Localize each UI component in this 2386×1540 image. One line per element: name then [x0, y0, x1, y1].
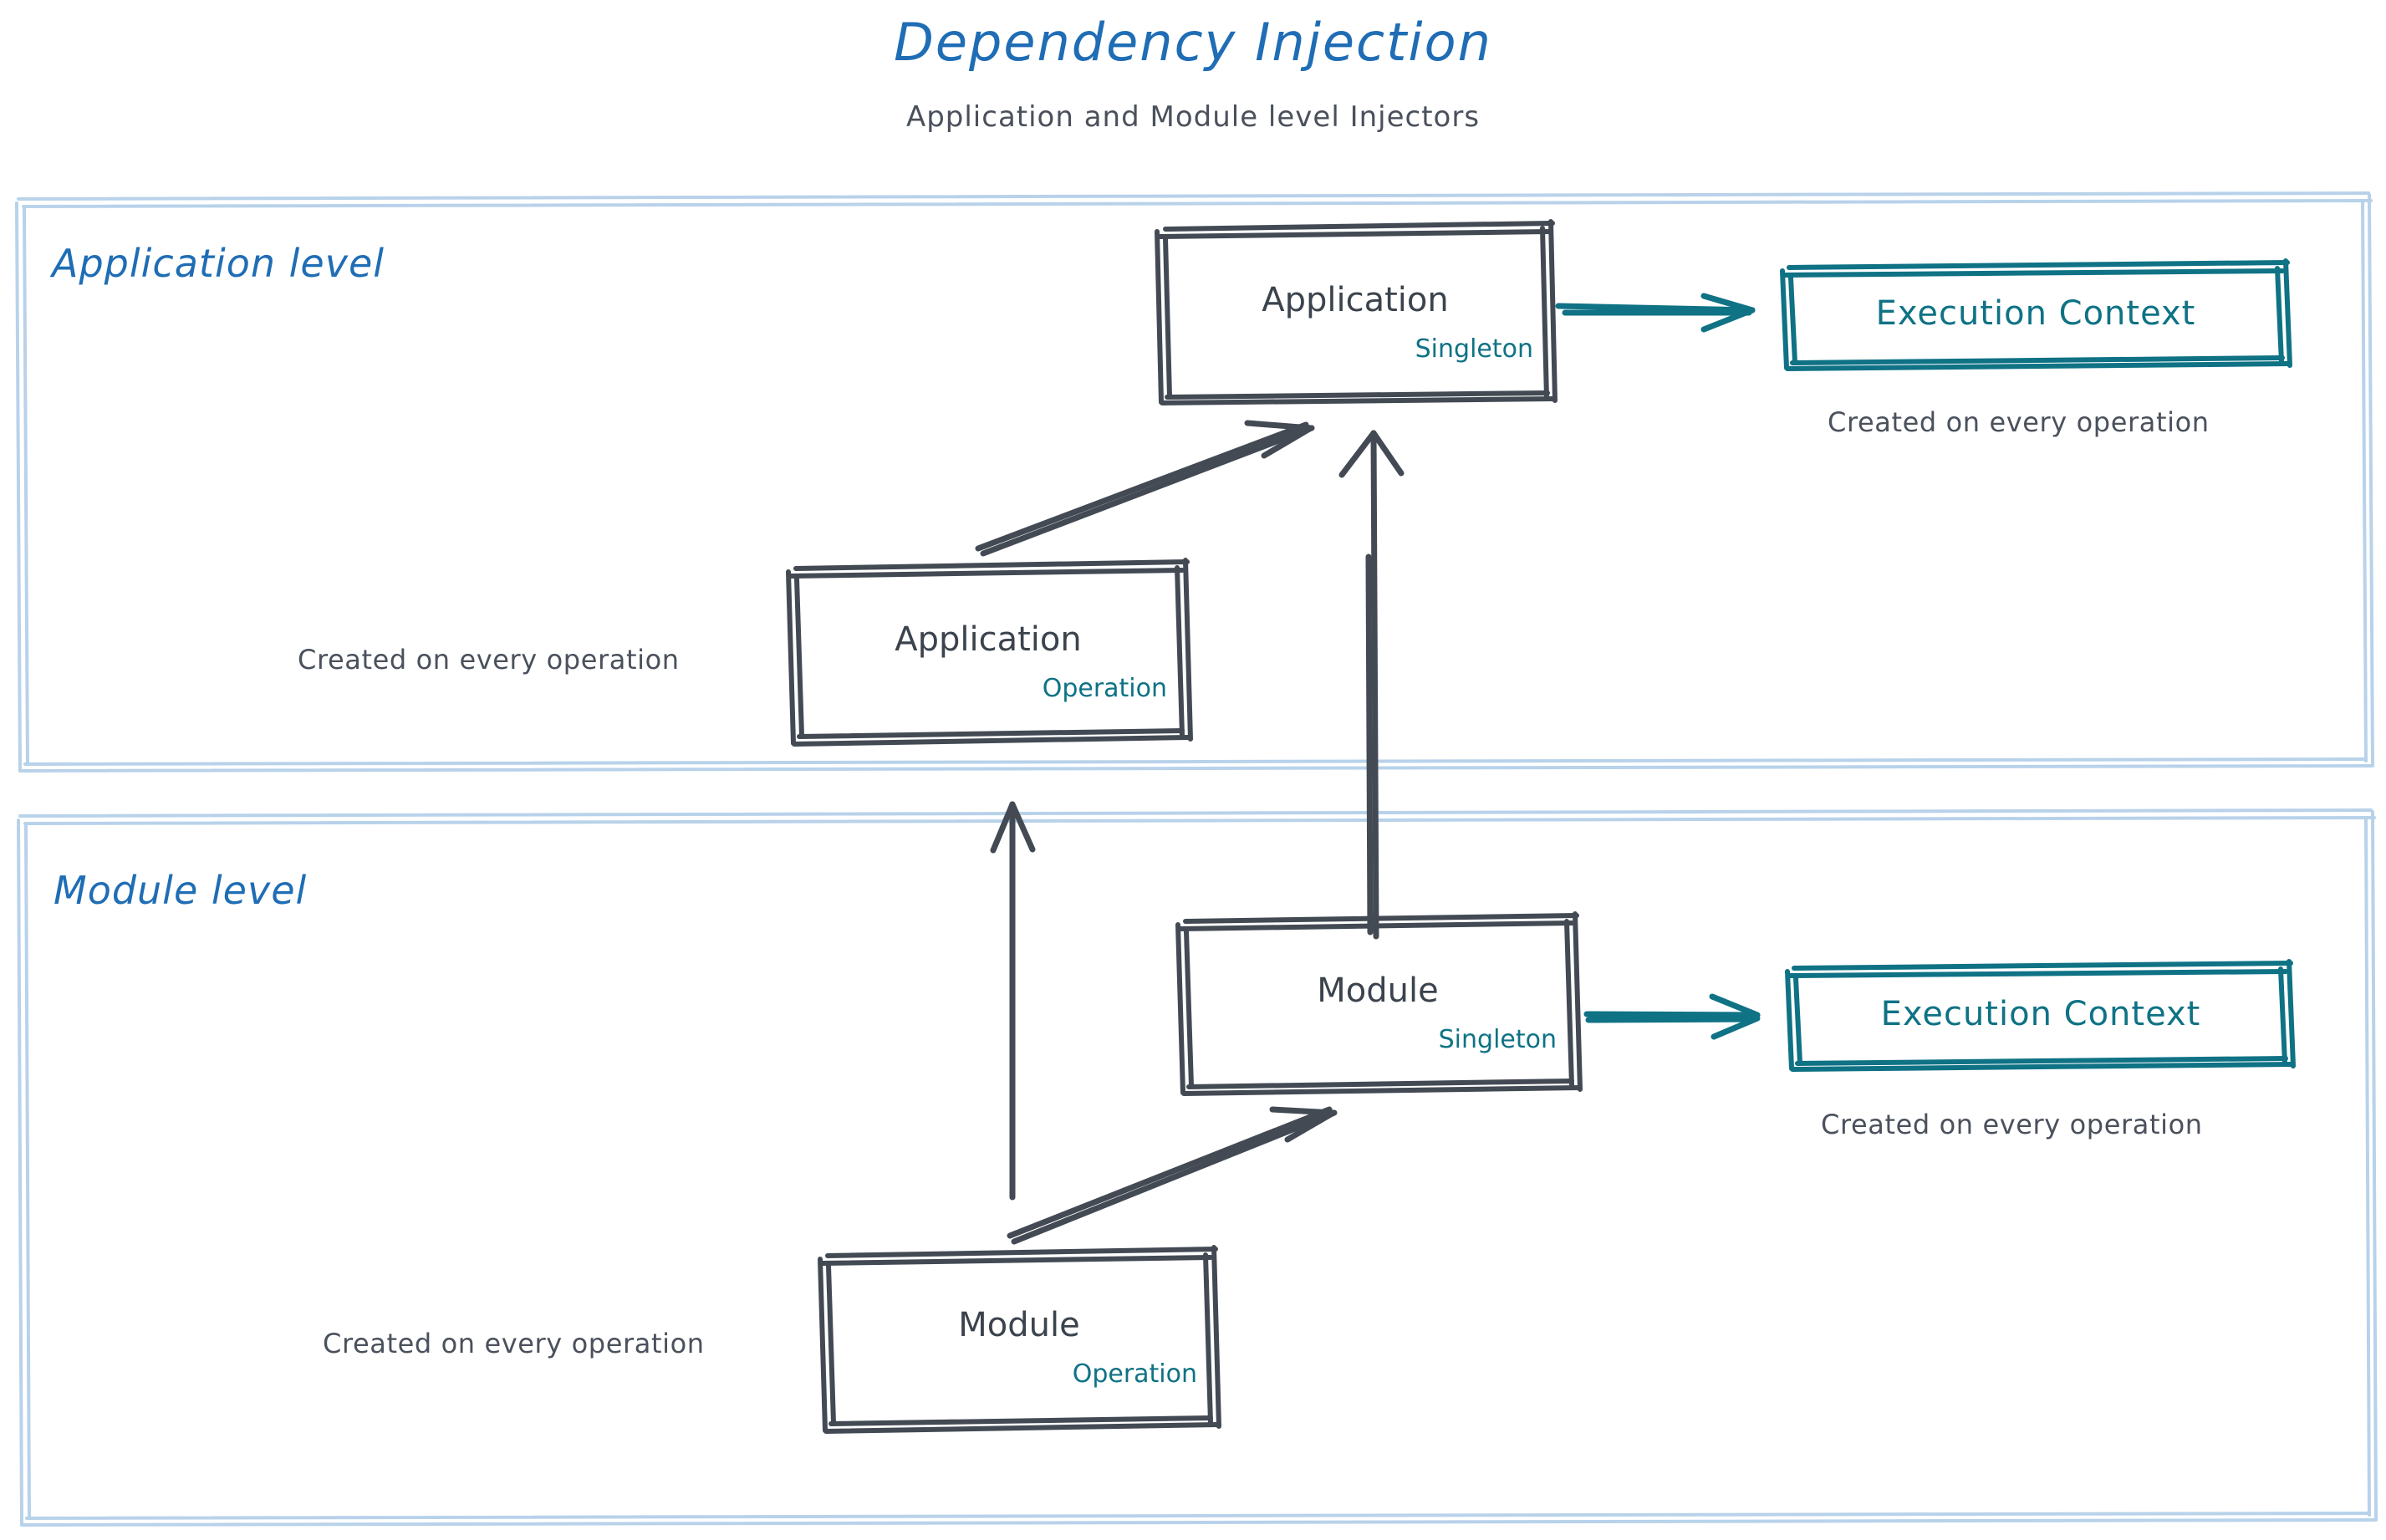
node-scope-badge: Operation [1042, 674, 1167, 703]
node-scope-badge: Operation [1072, 1359, 1197, 1389]
node-scope-badge: Singleton [1438, 1025, 1557, 1054]
node-title: Application [895, 620, 1082, 659]
arrow-module-to-execution-context [1583, 993, 1761, 1040]
arrow-application-operation-to-singleton [975, 420, 1315, 557]
page-title: Dependency Injection [894, 12, 1492, 73]
node-title: Application [1262, 281, 1449, 319]
node-module-operation[interactable]: Module Operation [823, 1252, 1216, 1428]
arrow-module-operation-to-module-singleton [1007, 1106, 1338, 1245]
node-scope-badge: Singleton [1415, 334, 1533, 364]
execution-context-note-application: Created on every operation [1828, 406, 2210, 438]
node-title: Module [958, 1306, 1080, 1344]
execution-context-label: Execution Context [1875, 294, 2196, 333]
execution-context-note-module: Created on every operation [1821, 1109, 2203, 1140]
zone-label-application-level: Application level [52, 241, 385, 286]
zone-label-module-level: Module level [54, 868, 308, 913]
execution-context-module[interactable]: Execution Context [1789, 965, 2292, 1068]
arrow-module-singleton-to-application-singleton [1338, 430, 1405, 940]
page-subtitle: Application and Module level Injectors [905, 100, 1481, 134]
node-application-operation[interactable]: Application Operation [791, 565, 1185, 742]
arrow-application-to-execution-context [1555, 293, 1756, 333]
node-application-singleton[interactable]: Application Singleton [1159, 226, 1552, 403]
note-module-operation: Created on every operation [323, 1328, 705, 1359]
arrow-module-operation-to-application-operation [990, 801, 1036, 1201]
note-application-operation: Created on every operation [298, 644, 680, 676]
execution-context-label: Execution Context [1880, 995, 2201, 1033]
node-module-singleton[interactable]: Module Singleton [1180, 918, 1575, 1092]
node-title: Module [1317, 971, 1439, 1010]
execution-context-application[interactable]: Execution Context [1784, 264, 2287, 368]
